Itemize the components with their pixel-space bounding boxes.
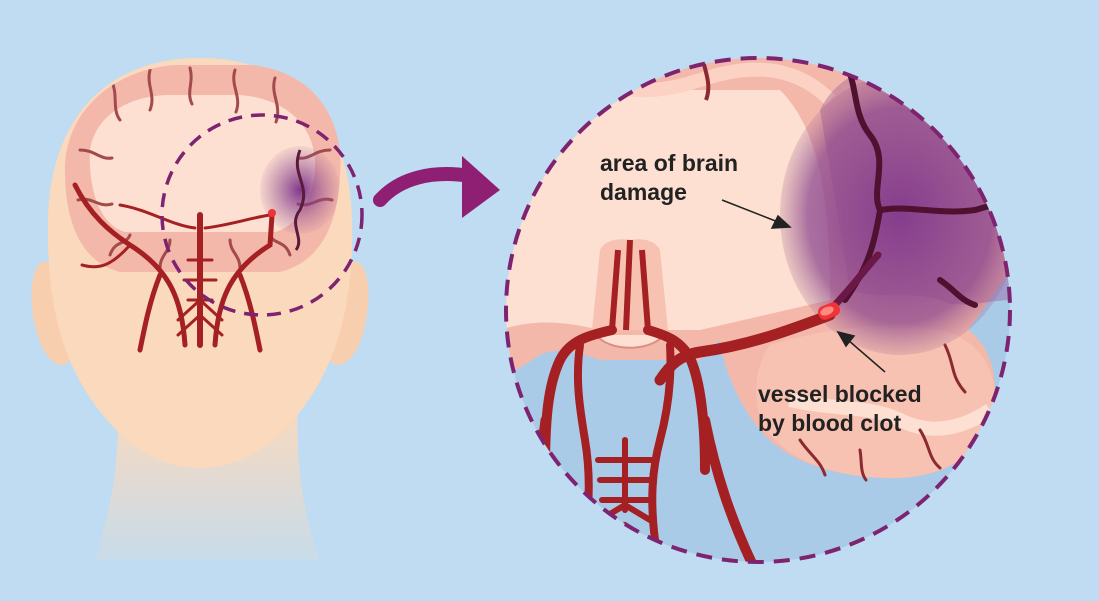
- zoom-lower-lobe: [756, 325, 995, 479]
- clot-label: vessel blocked by blood clot: [758, 380, 922, 438]
- clot-label-line1: vessel blocked: [758, 381, 922, 407]
- pointer-arrows: [721, 199, 886, 373]
- clot-pointer-line: [847, 339, 886, 373]
- clot-pointer-head: [836, 330, 856, 348]
- head-clot: [268, 209, 276, 217]
- zoom-view: [506, 58, 1010, 562]
- zoom-white-matter: [506, 90, 830, 330]
- head-arteries: [72, 182, 275, 353]
- zoom-dashed-circle: [504, 56, 1012, 564]
- damage-pointer-head: [770, 214, 792, 229]
- damage-label: area of brain damage: [600, 149, 738, 207]
- right-ear: [330, 261, 369, 365]
- damage-label-line2: damage: [600, 179, 687, 205]
- head-brain: [64, 65, 341, 353]
- clot-label-line2: by blood clot: [758, 410, 902, 436]
- small-dashed-circle: [160, 113, 364, 317]
- zoom-arteries: [525, 251, 882, 562]
- left-ear: [31, 261, 70, 365]
- head-white-matter: [89, 95, 316, 232]
- damage-label-line1: area of brain: [600, 150, 739, 176]
- curved-arrow: [373, 156, 500, 218]
- head-damage-area: [260, 146, 340, 234]
- damage-pointer-line: [721, 199, 779, 223]
